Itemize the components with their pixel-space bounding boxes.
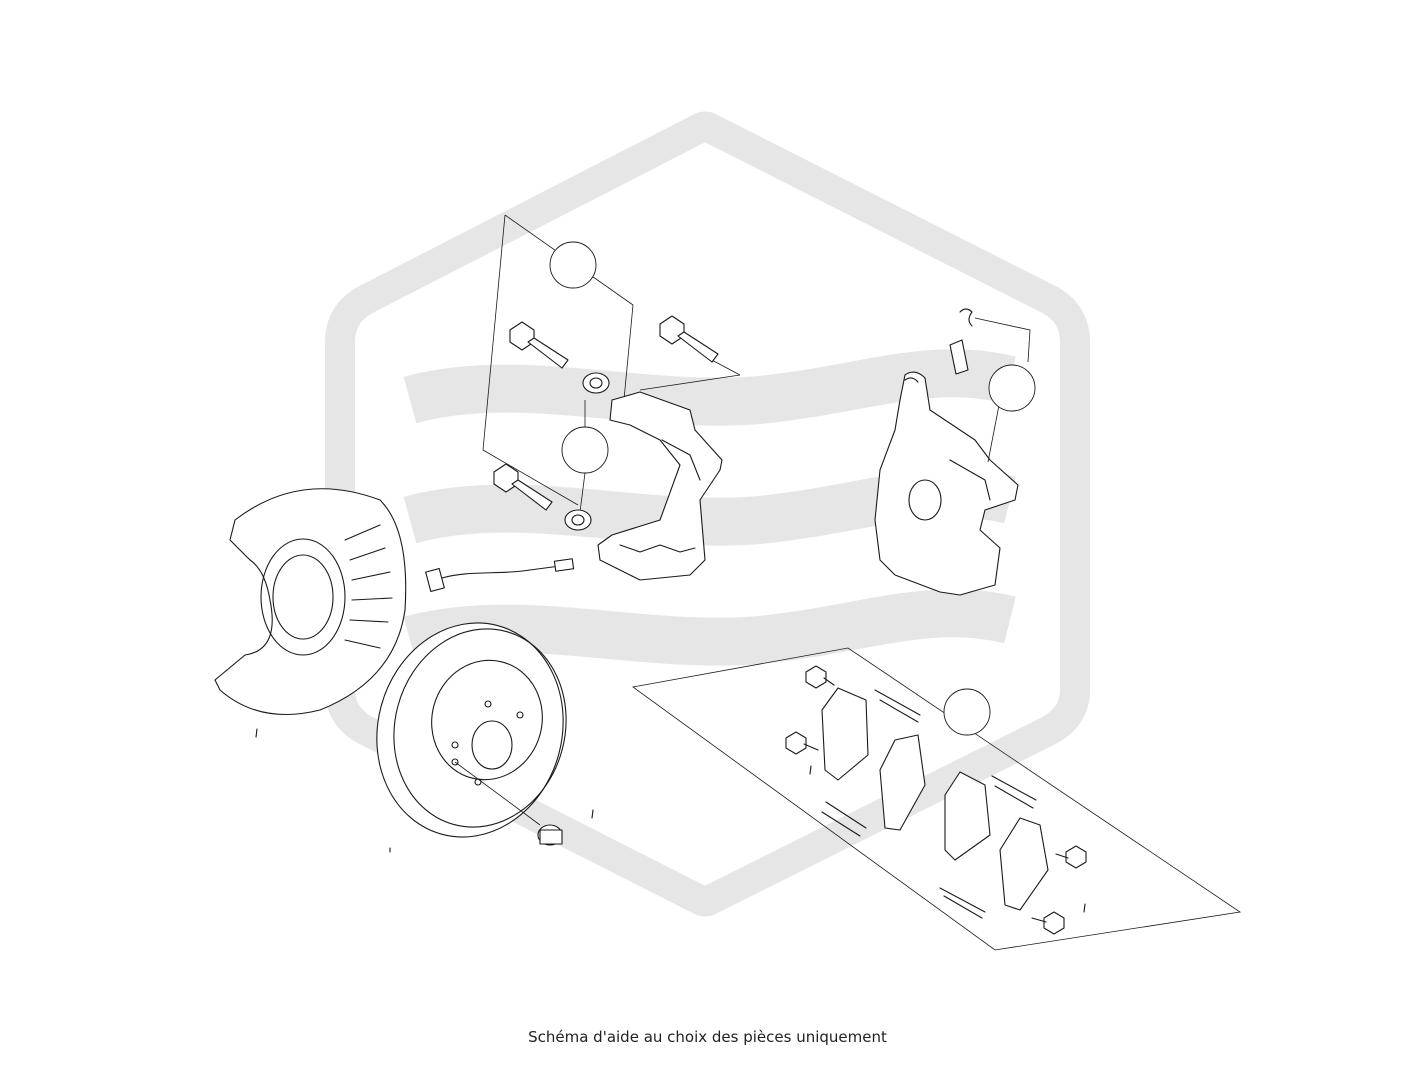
brake-pad-3 bbox=[944, 771, 991, 861]
caliper-group-lines bbox=[949, 308, 1036, 463]
bracket-bolt-lower bbox=[493, 463, 553, 511]
bracket-bolt-right bbox=[659, 315, 719, 363]
callout-circle-bracket[interactable] bbox=[549, 241, 597, 289]
bracket-bolt-upper bbox=[509, 321, 569, 369]
diagram-caption: Schéma d'aide au choix des pièces unique… bbox=[528, 1028, 887, 1046]
guide-bushing-upper bbox=[582, 372, 610, 394]
callout-circle-caliper[interactable] bbox=[988, 364, 1036, 412]
wear-sensor bbox=[425, 558, 575, 593]
pad-bolts bbox=[785, 665, 1087, 935]
guide-bushing-lower bbox=[564, 509, 592, 531]
brake-caliper bbox=[874, 371, 1019, 596]
brake-pad-4 bbox=[999, 817, 1049, 911]
callout-circle-pads[interactable] bbox=[943, 688, 991, 736]
reference-ticks bbox=[255, 728, 1086, 913]
brake-disc bbox=[376, 622, 567, 838]
brake-pad-2 bbox=[879, 734, 926, 831]
bracket-group bbox=[482, 214, 741, 513]
dust-shield bbox=[214, 488, 407, 716]
logo-watermark bbox=[325, 111, 1090, 917]
callout-circle-bushing[interactable] bbox=[561, 426, 609, 474]
caliper-bracket bbox=[597, 391, 723, 581]
pad-clips bbox=[821, 689, 1037, 919]
brake-pad-1 bbox=[821, 687, 869, 781]
pad-kit-group bbox=[632, 647, 1242, 951]
disc-screw bbox=[537, 824, 563, 846]
